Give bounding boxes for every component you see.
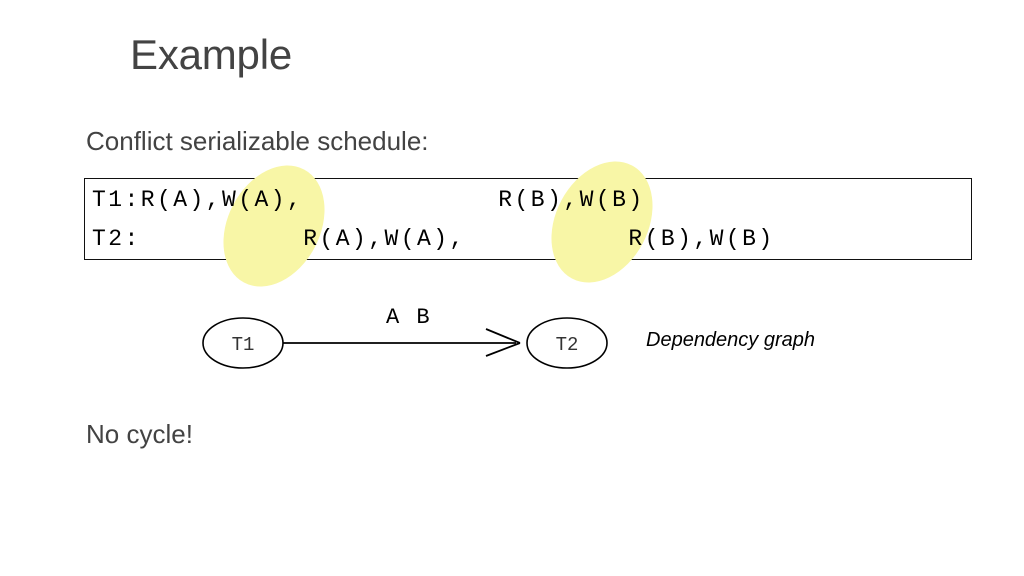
- dependency-graph: T1 T2: [190, 296, 640, 386]
- arrowhead-lower-stroke: [485, 342, 521, 357]
- schedule-row-t1: T1:R(A),W(A), R(B),W(B): [92, 187, 645, 213]
- edge-label-ab: A B: [386, 305, 432, 330]
- node-t1-label: T1: [232, 334, 255, 356]
- page-title: Example: [130, 31, 293, 78]
- dependency-graph-caption: Dependency graph: [646, 329, 816, 351]
- dependency-graph-svg: T1 T2: [202, 317, 608, 369]
- arrowhead-upper-stroke: [485, 328, 521, 344]
- node-t2-ellipse: [526, 317, 608, 369]
- node-t2-label: T2: [556, 334, 579, 356]
- conclusion-text: No cycle!: [86, 419, 193, 449]
- node-t1-ellipse: [202, 317, 284, 369]
- schedule-row-t2: T2: R(A),W(A), R(B),W(B): [92, 226, 775, 252]
- lead-text: Conflict serializable schedule:: [86, 126, 429, 156]
